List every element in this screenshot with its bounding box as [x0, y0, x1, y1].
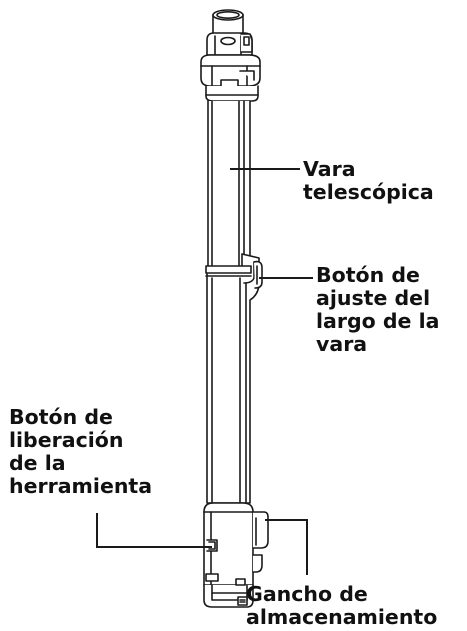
length-adjust-button[interactable] — [253, 260, 263, 289]
label-length-adjust-button: Botón de ajuste del largo de la vara — [316, 263, 440, 356]
leader-line-tool-release-button — [96, 513, 212, 548]
top-connector — [200, 9, 261, 102]
storage-hook[interactable] — [235, 511, 269, 586]
label-tool-release-button: Botón de liberación de la herramienta — [9, 405, 153, 498]
lower-tube — [205, 253, 260, 504]
label-telescopic-wand: Vara telescópica — [303, 157, 434, 204]
label-storage-hook: Gancho de almacenamiento — [246, 582, 438, 629]
upper-tube — [207, 100, 251, 268]
leader-line-storage-hook — [265, 519, 308, 575]
